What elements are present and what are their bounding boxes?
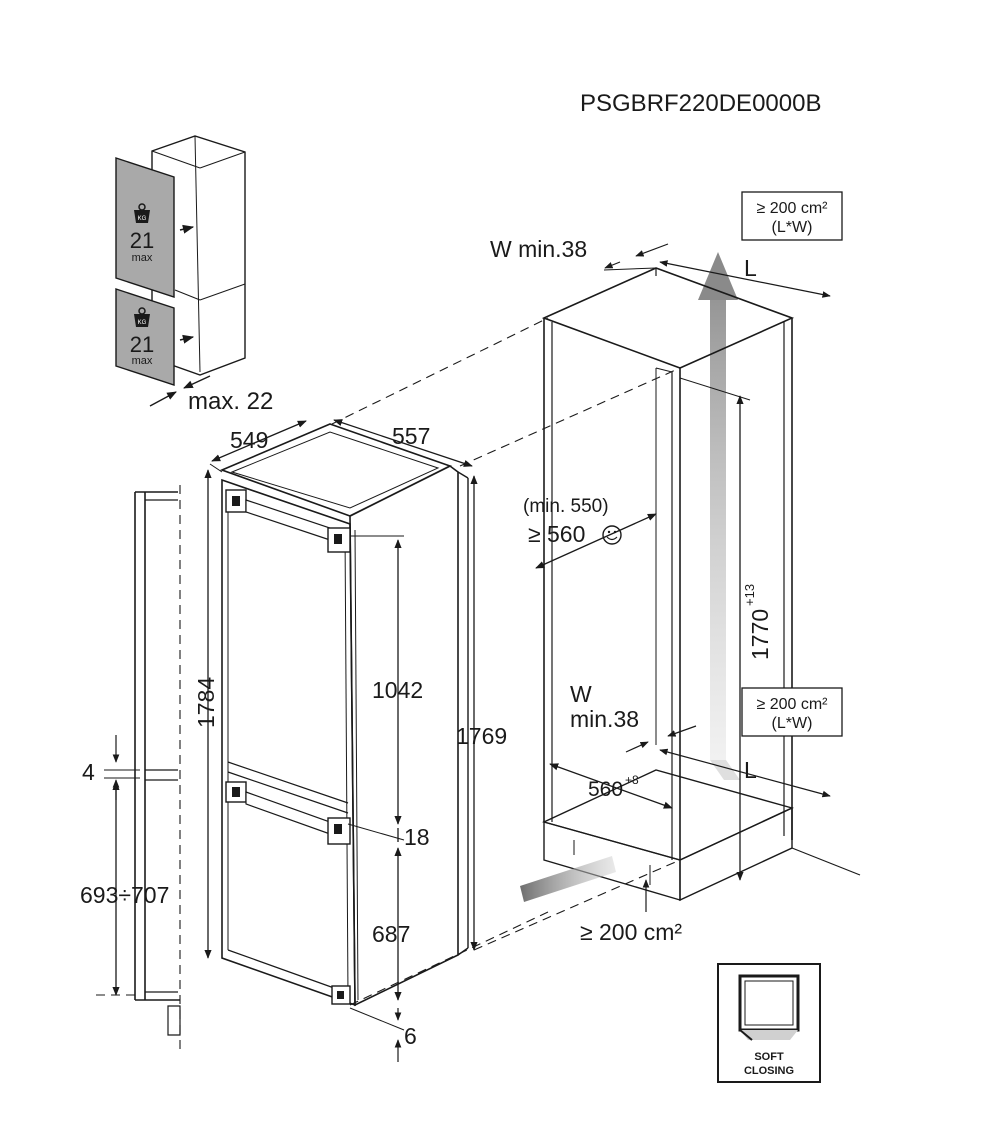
dim-6: 6 (349, 1007, 417, 1062)
dim-1042: 1042 (350, 535, 423, 825)
hinge-top (225, 489, 351, 553)
svg-text:L: L (744, 757, 757, 783)
soft-closing-door-icon (738, 974, 800, 1041)
svg-text:+13: +13 (742, 584, 757, 606)
dim-560-width: (min. 550) ≥ 560 (523, 496, 657, 569)
upper-door-panel (115, 157, 175, 298)
dim-1769: 1769 (456, 475, 507, 951)
vent-top-box: ≥ 200 cm² (L*W) (741, 191, 843, 241)
svg-text:1769: 1769 (456, 723, 507, 749)
svg-text:6: 6 (404, 1023, 417, 1049)
svg-text:min.38: min.38 (570, 706, 639, 732)
dim-l-top: L (659, 255, 831, 298)
svg-text:≥ 200 cm²: ≥ 200 cm² (756, 200, 828, 217)
air-flow-up-arrow (710, 300, 726, 760)
upper-door-max: max (132, 252, 153, 264)
dim-w-min38-lower: W min.38 (570, 681, 697, 753)
dim-18: 18 (347, 823, 430, 850)
svg-text:W: W (570, 681, 592, 707)
svg-text:SOFT: SOFT (754, 1051, 784, 1063)
model-code: PSGBRF220DE0000B (580, 90, 821, 117)
svg-text:KG: KG (138, 216, 147, 222)
svg-text:+8: +8 (625, 773, 639, 787)
svg-text:557: 557 (392, 423, 430, 449)
svg-text:687: 687 (372, 921, 410, 947)
vent-bottom: ≥ 200 cm² (580, 879, 682, 945)
svg-text:1784: 1784 (193, 677, 219, 728)
svg-text:1770: 1770 (747, 609, 773, 660)
svg-text:≥ 200 cm²: ≥ 200 cm² (756, 696, 828, 713)
svg-text:(min. 550): (min. 550) (523, 496, 609, 517)
svg-text:693÷707: 693÷707 (80, 882, 169, 908)
dim-w-min38-top: W min.38 (490, 236, 669, 271)
weight-icon: KG (134, 307, 150, 327)
dim-max-22: max. 22 (188, 388, 273, 415)
dim-l-mid: L (659, 748, 831, 798)
installation-niche (520, 252, 861, 902)
svg-text:(L*W): (L*W) (772, 715, 813, 732)
svg-text:CLOSING: CLOSING (744, 1065, 794, 1077)
dim-4: 4 (82, 735, 140, 800)
door-profile (134, 485, 181, 1055)
upper-door-weight: 21 (130, 228, 154, 253)
hinge-middle (225, 781, 351, 845)
lower-door-panel (115, 288, 175, 386)
air-intake-arrow (520, 856, 616, 902)
dim-557: 557 (333, 419, 473, 467)
svg-text:1042: 1042 (372, 677, 423, 703)
dim-1770: 1770 +13 (679, 377, 773, 881)
lower-door-weight: 21 (130, 332, 154, 357)
appliance (219, 423, 469, 1007)
dim-560-depth: 560 +8 (549, 763, 673, 809)
weight-icon: KG (134, 203, 150, 223)
svg-text:560: 560 (588, 778, 623, 801)
hinge-bottom (331, 985, 351, 1005)
svg-text:18: 18 (404, 824, 430, 850)
projection-lines (331, 317, 681, 1006)
svg-text:KG: KG (138, 320, 147, 326)
dim-1784: 1784 (193, 469, 219, 959)
dim-693-707: 693÷707 (80, 781, 169, 996)
svg-text:≥ 560: ≥ 560 (528, 521, 585, 547)
soft-closing-badge: SOFT CLOSING (717, 963, 821, 1083)
vent-mid-box: ≥ 200 cm² (L*W) (741, 687, 843, 737)
door-load-inset: KG 21 max KG 21 max max. 22 (115, 135, 273, 415)
svg-text:≥ 200 cm²: ≥ 200 cm² (580, 919, 682, 945)
svg-text:(L*W): (L*W) (772, 219, 813, 236)
svg-text:4: 4 (82, 759, 95, 785)
lower-door-max: max (132, 355, 153, 367)
smiley-icon (602, 525, 622, 545)
dim-549: 549 (209, 420, 307, 473)
svg-text:L: L (744, 255, 757, 281)
svg-text:549: 549 (230, 427, 268, 453)
dim-687: 687 (372, 847, 410, 1001)
svg-text:W min.38: W min.38 (490, 236, 587, 262)
